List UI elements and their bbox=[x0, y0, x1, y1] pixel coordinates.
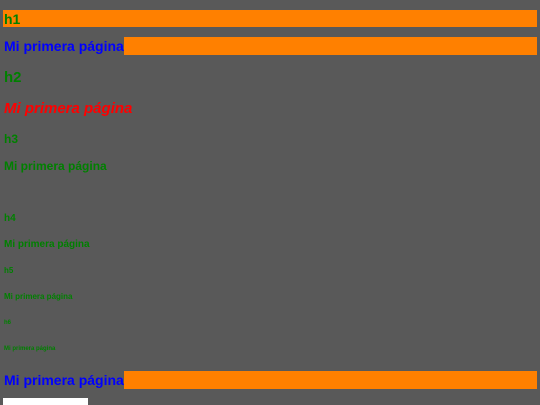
h4-heading-label: h4 bbox=[4, 213, 16, 224]
h5-page-title: Mi primera página bbox=[4, 292, 73, 301]
h1-heading-bar: h1 bbox=[3, 10, 537, 27]
h6-page-title: Mi primera página bbox=[4, 346, 56, 352]
second-page-title-text: Mi primera página bbox=[3, 371, 124, 389]
h1-heading-label: h1 bbox=[4, 10, 21, 27]
h5-heading-label: h5 bbox=[4, 266, 14, 275]
h6-heading-label: h6 bbox=[4, 320, 12, 326]
second-page-title-bar: Mi primera página bbox=[3, 371, 537, 389]
h3-heading-label: h3 bbox=[4, 132, 19, 146]
h2-heading-label: h2 bbox=[4, 69, 22, 86]
first-page-title-text: Mi primera página bbox=[3, 37, 124, 55]
h2-page-title-italic: Mi primera página bbox=[4, 100, 133, 117]
first-page-title-bar: Mi primera página bbox=[3, 37, 537, 55]
h4-page-title: Mi primera página bbox=[4, 239, 90, 250]
white-input-box[interactable] bbox=[3, 398, 88, 405]
h3-page-title: Mi primera página bbox=[4, 159, 107, 173]
